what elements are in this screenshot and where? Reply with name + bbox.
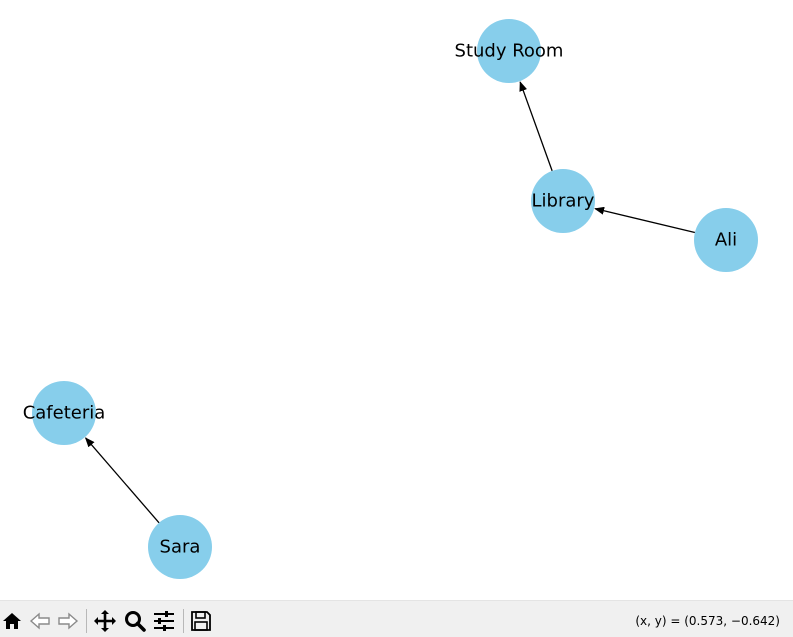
zoom-icon bbox=[125, 611, 146, 632]
home-icon bbox=[3, 613, 21, 629]
back-button[interactable] bbox=[28, 609, 52, 633]
node-label: Study Room bbox=[455, 41, 564, 62]
edge-sara-to-cafeteria bbox=[84, 437, 160, 524]
node-label: Cafeteria bbox=[23, 403, 106, 424]
node-circle bbox=[477, 19, 541, 83]
configure-subplots-icon bbox=[154, 611, 174, 631]
node-circle bbox=[148, 515, 212, 579]
save-button[interactable] bbox=[189, 609, 213, 633]
home-button[interactable] bbox=[0, 609, 24, 633]
node-sara: Sara bbox=[148, 515, 212, 579]
pan-button[interactable] bbox=[93, 609, 117, 633]
edge-library-to-study_room bbox=[519, 81, 553, 172]
node-library: Library bbox=[531, 169, 595, 233]
zoom-button[interactable] bbox=[123, 609, 147, 633]
pan-icon bbox=[94, 610, 116, 632]
node-circle bbox=[531, 169, 595, 233]
edge-ali-to-library bbox=[594, 206, 696, 234]
toolbar-separator bbox=[86, 609, 87, 633]
configure-subplots-button[interactable] bbox=[152, 609, 176, 633]
node-circle bbox=[32, 381, 96, 445]
forward-icon bbox=[58, 612, 79, 630]
back-icon bbox=[29, 612, 50, 630]
node-ali: Ali bbox=[694, 208, 758, 272]
node-study_room: Study Room bbox=[455, 19, 564, 83]
cursor-coordinates: (x, y) = (0.573, −0.642) bbox=[635, 614, 780, 628]
save-icon bbox=[191, 611, 211, 631]
navigation-toolbar: (x, y) = (0.573, −0.642) bbox=[0, 600, 793, 637]
node-cafeteria: Cafeteria bbox=[23, 381, 106, 445]
node-label: Ali bbox=[715, 230, 737, 251]
node-label: Library bbox=[532, 191, 595, 212]
node-label: Sara bbox=[160, 537, 201, 558]
toolbar-separator bbox=[183, 609, 184, 633]
edges bbox=[84, 81, 696, 524]
node-circle bbox=[694, 208, 758, 272]
forward-button[interactable] bbox=[56, 609, 80, 633]
